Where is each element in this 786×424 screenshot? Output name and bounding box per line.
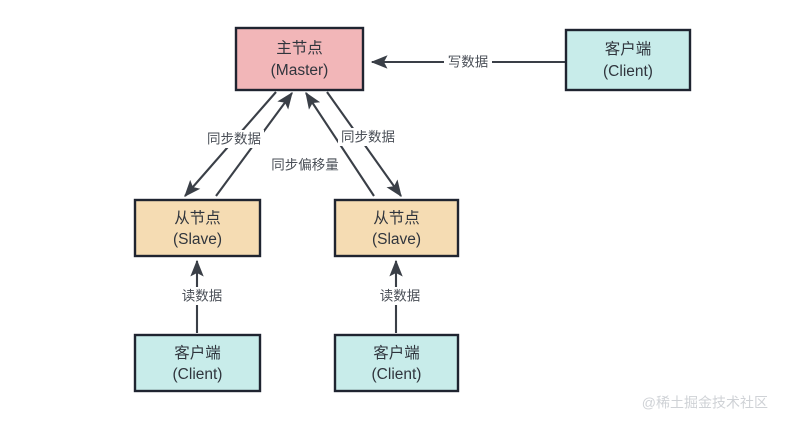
edge-label-sync-data-right-bg [338, 128, 398, 146]
node-client-top-right-label-cn: 客户端 [605, 40, 652, 58]
node-slave-right-box[interactable] [333, 198, 460, 258]
edge-label-sync-data-left: 同步数据 [204, 130, 264, 148]
edge-label-write-data: 写数据 [444, 53, 492, 71]
edge-label-read-data-right: 读数据 [376, 287, 424, 305]
edge-label-sync-offset-bg [268, 156, 342, 174]
node-client-bottom-right-box[interactable] [333, 333, 460, 393]
edge-label-write-data-text: 写数据 [448, 55, 489, 70]
edge-label-write-data-bg [444, 53, 492, 71]
node-client-top-right[interactable]: 客户端 (Client) [564, 28, 692, 92]
node-slave-left[interactable]: 从节点 (Slave) [133, 198, 262, 258]
node-client-bottom-right[interactable]: 客户端 (Client) [333, 333, 460, 393]
edge-label-read-data-right-bg [376, 287, 424, 305]
node-slave-left-box[interactable] [133, 198, 262, 258]
node-client-bottom-left[interactable]: 客户端 (Client) [133, 333, 262, 393]
watermark-label: @稀土掘金技术社区 [642, 395, 768, 411]
node-master-label-en: (Master) [271, 62, 329, 79]
node-slave-right-label-cn: 从节点 [373, 209, 420, 227]
node-client-bottom-right-label-en: (Client) [372, 366, 422, 383]
node-client-bottom-right-label-cn: 客户端 [373, 344, 420, 362]
edge-label-read-data-left-text: 读数据 [182, 289, 223, 304]
node-client-top-right-box[interactable] [564, 28, 692, 92]
node-client-top-right-label-en: (Client) [603, 63, 653, 80]
edge-label-sync-offset: 同步偏移量 [268, 156, 342, 174]
node-slave-right[interactable]: 从节点 (Slave) [333, 198, 460, 258]
node-slave-left-label-cn: 从节点 [174, 209, 221, 227]
node-client-bottom-left-box[interactable] [133, 333, 262, 393]
edge-label-read-data-right-text: 读数据 [380, 289, 421, 304]
edge-label-read-data-left-bg [178, 287, 226, 305]
node-master-box[interactable] [234, 26, 365, 92]
edge-label-sync-data-left-bg [204, 130, 264, 148]
edge-label-sync-data-right: 同步数据 [338, 128, 398, 146]
edge-label-sync-data-left-text: 同步数据 [207, 132, 261, 147]
node-master-label-cn: 主节点 [276, 39, 323, 57]
edge-label-sync-data-right-text: 同步数据 [341, 130, 395, 145]
edge-label-read-data-left: 读数据 [178, 287, 226, 305]
edge-label-sync-offset-text: 同步偏移量 [271, 158, 339, 173]
node-client-bottom-left-label-en: (Client) [173, 366, 223, 383]
node-master[interactable]: 主节点 (Master) [234, 26, 365, 92]
node-slave-left-label-en: (Slave) [173, 231, 222, 248]
node-client-bottom-left-label-cn: 客户端 [174, 344, 221, 362]
node-slave-right-label-en: (Slave) [372, 231, 421, 248]
